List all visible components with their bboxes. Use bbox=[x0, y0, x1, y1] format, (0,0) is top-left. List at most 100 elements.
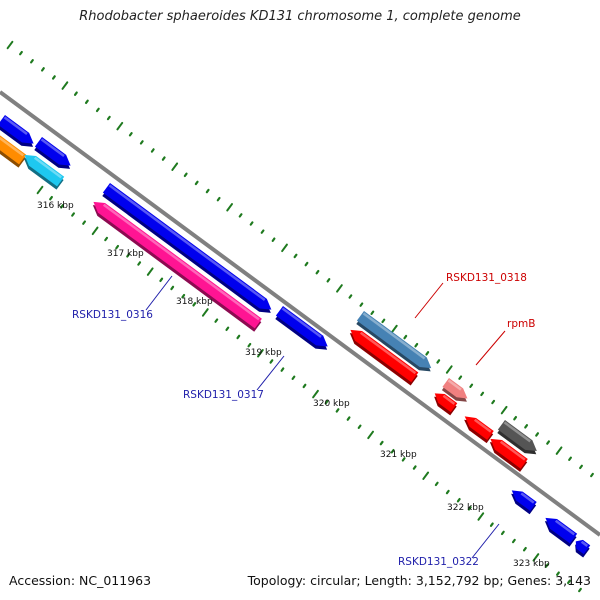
gene-label-rskd0318[interactable]: RSKD131_0318 bbox=[446, 272, 527, 284]
outer-tick bbox=[116, 121, 124, 131]
outer-tick bbox=[216, 196, 221, 202]
gene-highlight bbox=[473, 418, 492, 433]
outer-tick bbox=[491, 399, 496, 405]
gene-body bbox=[350, 329, 419, 383]
gene-g-blue7[interactable] bbox=[571, 537, 592, 558]
inner-tick bbox=[137, 261, 142, 266]
gene-g-red2[interactable] bbox=[430, 389, 459, 416]
gene-rskd0317[interactable] bbox=[274, 306, 332, 355]
inner-tick bbox=[225, 326, 230, 332]
gene-rskd0316[interactable] bbox=[88, 197, 263, 332]
inner-tick bbox=[257, 349, 264, 358]
inner-tick bbox=[532, 553, 540, 562]
inner-tick bbox=[236, 334, 241, 340]
inner-tick bbox=[578, 587, 582, 593]
inner-tick bbox=[49, 195, 53, 201]
gene-highlight bbox=[447, 379, 462, 391]
gene-g-red4[interactable] bbox=[485, 434, 529, 472]
gene-highlight bbox=[359, 331, 417, 375]
outer-tick bbox=[249, 221, 254, 226]
gene-highlight bbox=[499, 440, 526, 461]
position-label: 320 kbp bbox=[313, 399, 350, 409]
outer-tick bbox=[546, 440, 551, 445]
outer-tick bbox=[30, 59, 34, 64]
gene-features bbox=[0, 115, 592, 558]
gene-rskd0318[interactable] bbox=[355, 311, 436, 376]
inner-tick bbox=[324, 400, 329, 405]
gene-highlight bbox=[102, 203, 260, 321]
inner-tick bbox=[115, 244, 120, 250]
inner-tick bbox=[567, 579, 571, 585]
inner-tick bbox=[181, 293, 186, 299]
inner-tick bbox=[36, 185, 44, 195]
inner-tick bbox=[456, 497, 461, 503]
outer-tick bbox=[238, 213, 243, 218]
outer-tick bbox=[61, 81, 69, 90]
outer-tick bbox=[183, 172, 188, 178]
inner-tick bbox=[91, 226, 99, 236]
topology-text: Topology: circular; Length: 3,152,792 bp… bbox=[247, 573, 591, 588]
outer-tick bbox=[73, 91, 78, 96]
gene-g-d[interactable] bbox=[19, 150, 65, 190]
outer-tick bbox=[359, 302, 364, 307]
gene-rskd0316a[interactable] bbox=[101, 183, 276, 318]
outer-ticks bbox=[6, 40, 594, 478]
outer-tick bbox=[403, 334, 408, 340]
outer-tick bbox=[128, 132, 133, 137]
gene-highlight bbox=[362, 312, 426, 360]
gene-g-b[interactable] bbox=[33, 137, 75, 174]
inner-tick bbox=[247, 342, 252, 348]
gene-body bbox=[24, 154, 65, 187]
gene-highlight bbox=[442, 394, 456, 405]
gene-body bbox=[0, 115, 34, 144]
outer-tick bbox=[535, 432, 540, 437]
position-label: 319 kbp bbox=[245, 348, 282, 358]
inner-tick bbox=[280, 367, 285, 372]
inner-tick bbox=[379, 440, 384, 446]
gene-body bbox=[511, 490, 537, 511]
gene-rpmB[interactable] bbox=[441, 378, 472, 406]
outer-tick bbox=[293, 253, 298, 259]
inner-tick bbox=[367, 430, 374, 440]
inner-tick bbox=[467, 506, 472, 511]
gene-g-gray[interactable] bbox=[496, 420, 542, 459]
position-label: 317 kbp bbox=[107, 249, 144, 259]
gene-body bbox=[497, 420, 537, 451]
gene-g-red1[interactable] bbox=[345, 325, 419, 386]
inner-tick bbox=[511, 538, 516, 544]
outer-tick bbox=[370, 310, 375, 315]
outer-tick bbox=[336, 284, 343, 293]
gene-highlight bbox=[580, 540, 589, 547]
gene-highlight bbox=[40, 138, 65, 158]
inner-ticks bbox=[36, 185, 582, 593]
gene-label-rskd0322[interactable]: RSKD131_0322 bbox=[398, 556, 479, 568]
outer-tick bbox=[194, 180, 199, 186]
gene-label-rskd0317[interactable]: RSKD131_0317 bbox=[183, 389, 264, 401]
outer-tick bbox=[469, 383, 474, 388]
gene-label-rskd0316[interactable]: RSKD131_0316 bbox=[72, 309, 153, 321]
inner-tick bbox=[445, 489, 450, 495]
leader-rskd0316 bbox=[145, 275, 173, 311]
genome-backbone bbox=[0, 90, 600, 537]
outer-tick bbox=[51, 75, 56, 80]
gene-body bbox=[34, 137, 71, 166]
inner-tick bbox=[82, 220, 87, 225]
gene-g-red3[interactable] bbox=[460, 412, 495, 444]
inner-tick bbox=[146, 267, 154, 276]
gene-g-c[interactable] bbox=[0, 128, 27, 168]
position-label: 322 kbp bbox=[447, 503, 484, 513]
outer-tick bbox=[84, 99, 89, 105]
inner-tick bbox=[401, 457, 406, 462]
gene-g-blue5[interactable] bbox=[507, 486, 538, 515]
accession-text: Accession: NC_011963 bbox=[9, 573, 152, 588]
gene-g-blue6[interactable] bbox=[540, 513, 578, 547]
gene-g-a[interactable] bbox=[0, 115, 38, 152]
gene-label-rpmB[interactable]: rpmB bbox=[507, 318, 535, 330]
position-label: 318 kbp bbox=[176, 297, 213, 307]
outer-tick bbox=[500, 405, 508, 415]
position-label: 323 kbp bbox=[513, 559, 550, 569]
inner-tick bbox=[335, 408, 340, 413]
outer-tick bbox=[226, 203, 233, 212]
